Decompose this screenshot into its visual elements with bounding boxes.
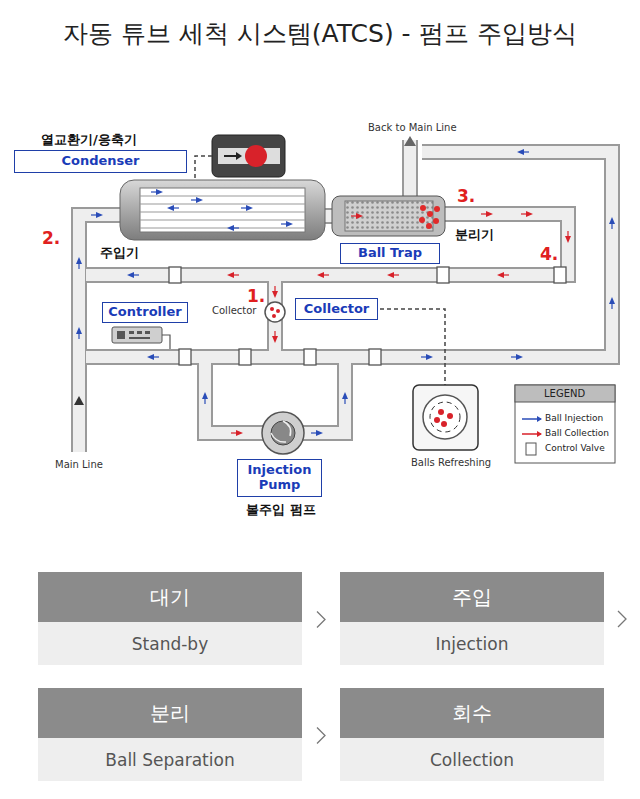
flow-line — [320, 274, 329, 275]
flow-line — [170, 207, 179, 208]
step-title: 주입 — [340, 572, 604, 622]
callout-number: 1. — [247, 287, 265, 307]
step-box: 회수Collection — [340, 688, 604, 781]
flow-line — [78, 330, 79, 339]
callout-number: 2. — [42, 229, 60, 249]
callout-number: 3. — [457, 187, 475, 207]
equipment-name: Condenser — [61, 154, 139, 169]
flow-line — [344, 395, 345, 404]
flow-line — [274, 331, 275, 340]
equipment-label: Collector — [295, 298, 378, 320]
equipment-caption: 열교환기/응축기 — [41, 131, 137, 149]
flow-line — [150, 356, 159, 357]
step-title: 대기 — [38, 572, 302, 622]
flow-line — [78, 260, 79, 269]
step-subtitle: Ball Separation — [38, 738, 302, 781]
flow-line — [421, 356, 430, 357]
step-title: 회수 — [340, 688, 604, 738]
flow-line — [241, 207, 250, 208]
step-subtitle: Collection — [340, 738, 604, 781]
part-label: Back to Main Line — [368, 122, 457, 134]
equipment-label: Controller — [102, 302, 188, 323]
part-label: 분리기 — [455, 228, 494, 243]
step-subtitle: Stand-by — [38, 622, 302, 665]
flow-line — [230, 227, 239, 228]
flow-line — [230, 274, 239, 275]
chevron-head — [317, 728, 325, 744]
flow-line — [351, 215, 360, 216]
equipment-name: Collector — [304, 302, 369, 317]
flow-line — [481, 213, 490, 214]
part-label: LEGEND — [544, 388, 585, 400]
flow-line — [520, 151, 529, 152]
flow-line — [91, 214, 100, 215]
equipment-label: Injection Pump볼주입 펌프 — [237, 459, 322, 497]
flow-line — [151, 191, 160, 192]
step-title: 분리 — [38, 688, 302, 738]
flow-line — [311, 432, 320, 433]
callout-number: 4. — [540, 245, 558, 265]
equipment-name: Ball Trap — [358, 246, 422, 261]
equipment-label: Condenser열교환기/응축기 — [14, 150, 187, 173]
part-label: Balls Refreshing — [411, 457, 491, 469]
step-connector — [317, 728, 325, 744]
flow-line — [274, 286, 275, 295]
equipment-caption: 볼주입 펌프 — [246, 501, 316, 519]
step-box: 분리Ball Separation — [38, 688, 302, 781]
equipment-name: Controller — [108, 305, 181, 320]
part-label: Main Line — [55, 459, 103, 471]
title: 자동 튜브 세척 시스템(ATCS) - 펌프 주입방식 — [63, 20, 577, 49]
flow-line — [281, 223, 290, 224]
legend-entry: Control Valve — [545, 443, 605, 453]
legend-entry: Ball Injection — [545, 413, 603, 423]
equipment-label: Ball Trap — [340, 243, 440, 264]
valve-sample — [526, 443, 536, 455]
legend-entry: Ball Collection — [545, 428, 609, 438]
chevron-head — [317, 612, 325, 628]
flow-line — [611, 300, 612, 309]
flow-line — [204, 395, 205, 404]
flow-line — [521, 213, 530, 214]
flow-line — [567, 231, 568, 240]
flow-line — [191, 199, 200, 200]
equipment-name: Injection Pump — [241, 463, 318, 493]
flow-line — [511, 356, 520, 357]
part-label: 주입기 — [100, 246, 139, 261]
flow-line — [611, 220, 612, 229]
step-connector — [317, 612, 325, 628]
flow-line — [130, 274, 139, 275]
flow-line — [500, 274, 509, 275]
step-subtitle: Injection — [340, 622, 604, 665]
flow-line — [231, 432, 240, 433]
part-label: Collector — [212, 305, 256, 317]
flow-line — [390, 274, 399, 275]
step-box: 주입Injection — [340, 572, 604, 665]
step-box: 대기Stand-by — [38, 572, 302, 665]
